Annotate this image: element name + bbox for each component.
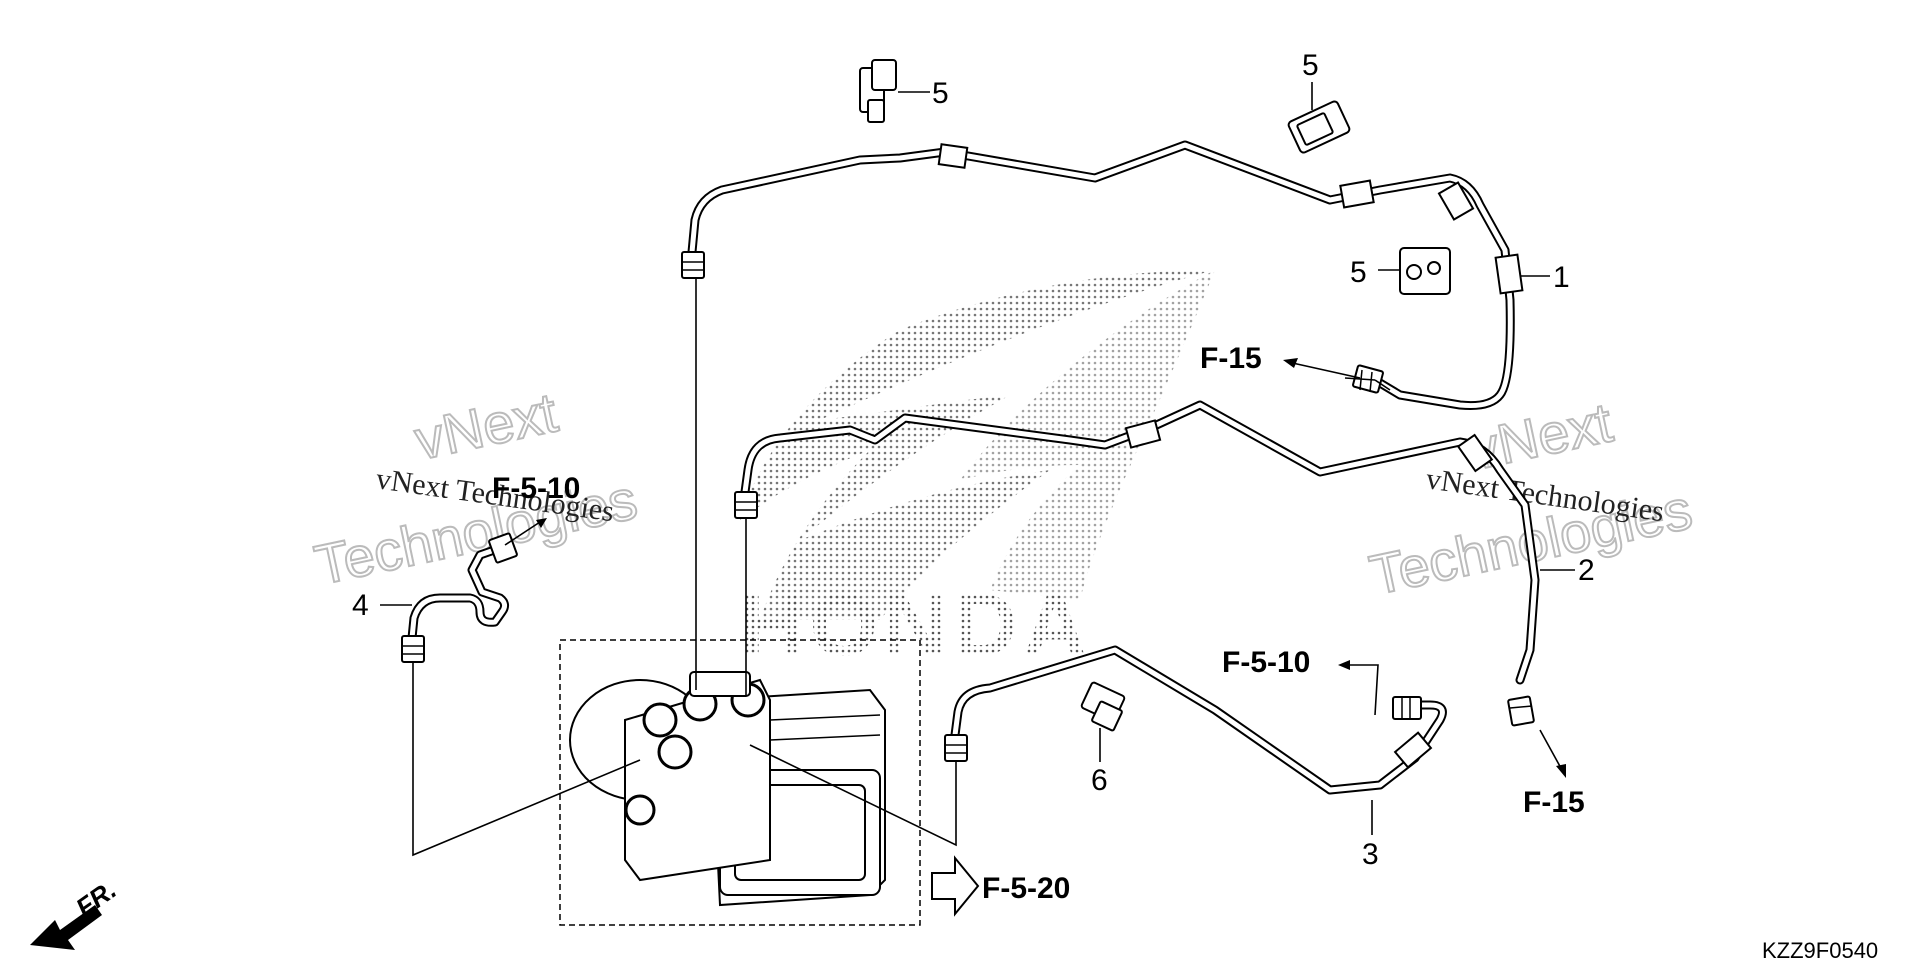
- abs-modulator: [559, 639, 921, 926]
- pipe-3-flare-nut-left: [944, 734, 968, 762]
- pipe-clip-6: [1080, 681, 1126, 732]
- brake-pipe-2: [734, 400, 1540, 727]
- pipe-2-flare-nut-left: [734, 491, 758, 519]
- callout-4: 4: [352, 589, 369, 622]
- callout-5c: 5: [1350, 256, 1367, 289]
- front-marker-label: FR.: [70, 874, 122, 923]
- brake-pipe-3: [944, 645, 1447, 795]
- callout-2: 2: [1578, 554, 1595, 587]
- leader-lines: [380, 82, 1575, 835]
- pipe-clamp-5b: [1287, 100, 1351, 154]
- connection-lines: [412, 278, 1391, 857]
- callout-5a: 5: [932, 77, 949, 110]
- abs-dashed-boundary: [559, 639, 921, 926]
- watermark-big-top: vNext: [409, 380, 563, 471]
- pipe-2-flare-nut-right: [1507, 695, 1535, 727]
- reference-f510-right: F-5-10: [1222, 646, 1310, 679]
- honda-logo-text: HONDA: [740, 575, 1093, 674]
- f520-arrow-icon: [931, 855, 980, 917]
- honda-wing-logo: HONDA: [740, 270, 1215, 674]
- reference-f15-bottom: F-15: [1523, 786, 1585, 819]
- pipe-4-flare-nut-top: [488, 532, 518, 564]
- callout-5b: 5: [1302, 49, 1319, 82]
- reference-f510-left: F-5-10: [492, 472, 580, 505]
- reference-f15-top: F-15: [1200, 342, 1262, 375]
- front-direction-arrow-icon: FR.: [30, 874, 122, 950]
- diagram-code: KZZ9F0540: [1762, 938, 1878, 960]
- callout-3: 3: [1362, 838, 1379, 871]
- reference-f520: F-5-20: [982, 872, 1070, 905]
- brake-pipe-1: [681, 140, 1524, 410]
- callout-6: 6: [1091, 764, 1108, 797]
- pipe-4-flare-nut-bottom: [401, 635, 425, 663]
- callout-1: 1: [1553, 261, 1570, 294]
- pipe-3-flare-nut-right: [1392, 696, 1422, 720]
- pipe-clamp-5c: [1399, 247, 1451, 295]
- pipe-1-flare-nut-left: [681, 251, 705, 279]
- pipe-clamp-5a: [859, 59, 897, 123]
